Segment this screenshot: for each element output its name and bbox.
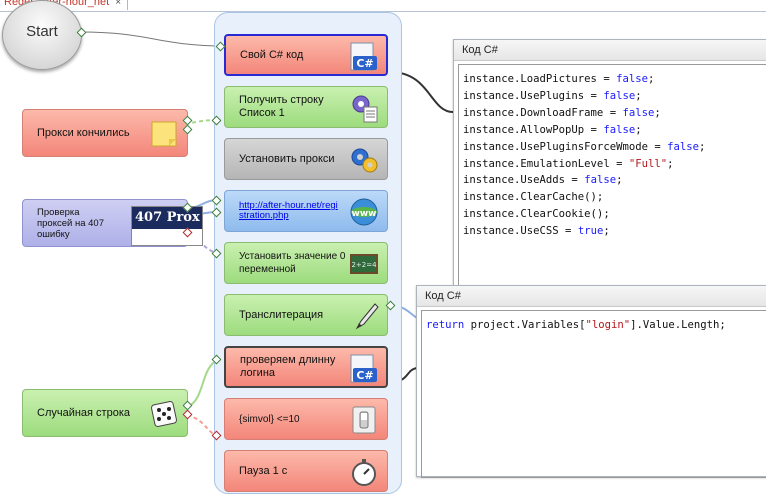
connector-start [80, 31, 225, 47]
panel-title: Код C# [417, 286, 766, 307]
preview-text: 407 Prox [132, 207, 202, 229]
block-label: Транслитерация [239, 308, 324, 321]
block-label: {simvol} <=10 [239, 413, 300, 425]
csharp-icon: C# [350, 354, 377, 383]
block-url-link[interactable]: http://after-hour.net/registration.php [239, 200, 338, 221]
block-label: Получить строку Список 1 [239, 94, 324, 119]
block-proxy-empty[interactable]: Прокси кончились [22, 109, 188, 157]
block-label: Проверка проксей на 407 ошибку [37, 206, 104, 240]
svg-text:C#: C# [356, 57, 373, 70]
code-panel-top: Код C# instance.LoadPictures = false; in… [453, 39, 766, 302]
block-proxy-407-check[interactable]: Проверка проксей на 407 ошибку 407 Prox [22, 199, 203, 247]
dice-icon [151, 401, 177, 427]
gears-list-icon [352, 95, 378, 123]
tab-close-icon[interactable]: × [115, 0, 122, 8]
start-label: Start [26, 23, 58, 40]
pen-icon [355, 303, 379, 330]
block-transliteration[interactable]: Транслитерация [224, 294, 388, 336]
sticky-note-icon [151, 121, 177, 147]
chalkboard-icon: 2+2=4 [350, 254, 378, 274]
block-label: Установить значение 0 переменной [239, 251, 346, 275]
gears-icon [351, 148, 378, 173]
panel-title: Код C# [454, 40, 766, 61]
block-label: Случайная строка [37, 406, 131, 419]
connector-random-ok [186, 359, 218, 408]
block-label: Прокси кончились [37, 126, 130, 139]
switch-icon [352, 406, 376, 434]
block-pause[interactable]: Пауза 1 с [224, 450, 388, 492]
stopwatch-icon [352, 459, 376, 486]
start-node[interactable]: Start [2, 0, 82, 70]
preview-image: 407 Prox [131, 206, 203, 246]
block-random-string[interactable]: Случайная строка [22, 389, 188, 437]
block-condition-simvol[interactable]: {simvol} <=10 [224, 398, 388, 440]
block-set-proxy[interactable]: Установить прокси [224, 138, 388, 180]
svg-text:www: www [352, 209, 377, 219]
tab-bar: Reger_after-hour_net× [0, 0, 766, 12]
block-label: проверяем длинну логина [240, 354, 336, 379]
code-editor[interactable]: return project.Variables["login"].Value.… [421, 310, 766, 478]
code-editor[interactable]: instance.LoadPictures = false; instance.… [458, 64, 766, 302]
block-set-variable[interactable]: Установить значение 0 переменной 2+2=4 [224, 242, 388, 284]
block-check-login-length[interactable]: проверяем длинну логина C# [224, 346, 388, 388]
block-get-string[interactable]: Получить строку Список 1 [224, 86, 388, 128]
block-label: Пауза 1 с [239, 464, 288, 477]
block-csharp-code[interactable]: Свой C# код C# [224, 34, 388, 76]
svg-text:2+2=4: 2+2=4 [351, 261, 377, 269]
block-navigate-url[interactable]: http://after-hour.net/registration.php w… [224, 190, 388, 232]
block-label: Свой C# код [240, 48, 304, 61]
svg-text:C#: C# [356, 369, 373, 382]
code-panel-bottom: Код C# return project.Variables["login"]… [416, 285, 766, 478]
block-label: Установить прокси [239, 152, 335, 165]
www-globe-icon: www [350, 198, 378, 226]
code-text[interactable]: instance.LoadPictures = false; instance.… [463, 73, 706, 238]
csharp-icon: C# [350, 42, 377, 71]
code-text[interactable]: return project.Variables["login"].Value.… [426, 319, 726, 331]
